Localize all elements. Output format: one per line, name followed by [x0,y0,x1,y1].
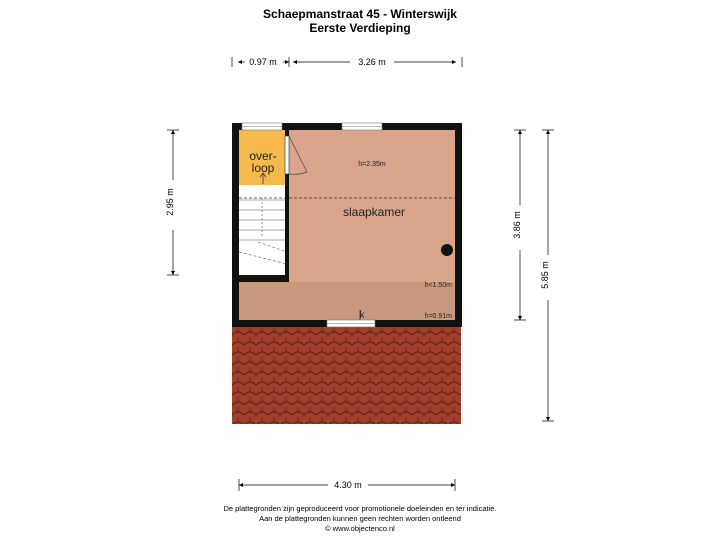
disclaimer-line-1: De plattegronden zijn geproduceerd voor … [223,504,497,513]
dim-top-right-label: 3.26 m [358,57,386,67]
landing-label-line1: over- [249,149,276,163]
bedroom-floor [289,130,455,282]
low-zone-height: h<1.50m [425,282,453,289]
landing-label-line2: loop [252,161,275,175]
dimension-top-left [231,57,290,67]
dim-left-label: 2.95 m [165,188,175,216]
dim-right-inner-label: 3.86 m [512,211,522,239]
bedroom-label: slaapkamer [343,205,405,219]
plan-title: Schaepmanstraat 45 - Winterswijk [263,7,457,21]
dim-bottom-label: 4.30 m [334,480,362,490]
dimension-left [167,129,179,276]
window-bottom [326,319,376,328]
staircase [238,198,288,265]
eave-height: h=0.91m [425,313,453,320]
floor-subtitle: Eerste Verdieping [309,21,411,35]
door-swing [284,135,308,175]
dim-top-left-label: 0.97 m [249,57,277,67]
dim-right-outer-label: 5.85 m [540,261,550,289]
window-top-right [341,122,383,131]
window-top-left [241,122,283,131]
stair-arrow-icon [259,172,267,184]
k-label: k [360,310,366,321]
chimney-pipe [441,244,453,256]
low-ceiling-zone [239,282,455,321]
dimension-right-outer [542,129,554,422]
copyright-line: © www.objectenco.nl [325,524,395,533]
dimension-bottom [238,479,456,491]
roof-tiles [232,327,461,424]
dimension-right-inner [514,129,526,321]
bedroom-height: h=2.35m [358,161,386,168]
disclaimer-footer: De plattegronden zijn geproduceerd voor … [0,504,720,534]
disclaimer-line-2: Aan de plattegronden kunnen geen rechten… [259,514,461,523]
dimension-top-right [293,57,463,67]
